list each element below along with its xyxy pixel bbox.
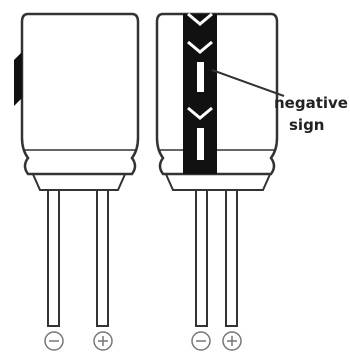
capacitor-left — [14, 12, 140, 327]
lead-left-positive — [96, 185, 109, 327]
minus-circle-icon — [191, 331, 211, 351]
minus-circle-icon — [44, 331, 64, 351]
body-left — [20, 12, 140, 176]
side-stripe-left — [14, 52, 22, 106]
plus-circle-icon — [93, 331, 113, 351]
annotation-line — [211, 69, 285, 97]
lead-right-positive — [225, 185, 238, 327]
negative-stripe — [183, 12, 217, 174]
annotation-negative: negative — [274, 94, 348, 112]
lead-right-negative — [195, 185, 208, 327]
lead-left-negative — [47, 185, 60, 327]
capacitor-right — [155, 12, 279, 327]
plus-circle-icon — [222, 331, 242, 351]
annotation-sign: sign — [289, 116, 325, 134]
